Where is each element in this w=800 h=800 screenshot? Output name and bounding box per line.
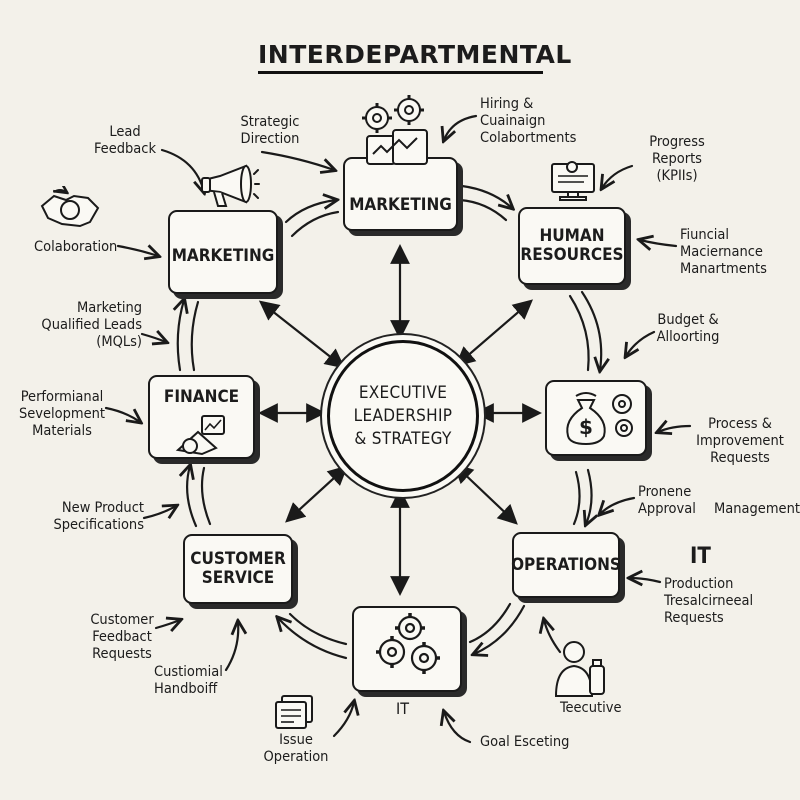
note-budget-alloc: Budget & Alloorting — [656, 312, 720, 345]
arrow-pronene — [600, 496, 636, 514]
note-it-right: IT — [690, 544, 711, 569]
spoke-operations — [453, 463, 518, 525]
svg-text:$: $ — [579, 415, 593, 439]
arrow-progress-reports — [602, 164, 634, 188]
arrow-customial — [224, 622, 238, 672]
arc-hr-to-budget-a — [580, 290, 601, 370]
arc-ops-to-it-a — [474, 604, 526, 654]
it-gears-icon — [376, 613, 440, 674]
arrow-production — [630, 578, 662, 582]
money-bag-icon: $ — [566, 392, 633, 446]
node-customer-service: CUSTOMER SERVICE — [183, 534, 293, 604]
node-customer-service-label: CUSTOMER SERVICE — [190, 549, 286, 588]
arc-hr-to-budget-b — [568, 294, 590, 372]
node-operations: OPERATIONS — [511, 532, 621, 598]
node-human-resources: HUMAN RESOURCES — [518, 207, 626, 285]
node-operations-label: OPERATIONS — [511, 554, 621, 575]
note-performianal: Performianal Sevelopment Materials — [18, 389, 106, 439]
monitor-icon — [551, 161, 595, 201]
note-teecutive: Teecutive — [560, 700, 622, 716]
arc-cs-to-finance-a — [187, 466, 198, 528]
center-label: EXECUTIVE LEADERSHIP & STRATEGY — [353, 382, 453, 449]
arrow-new-product — [142, 506, 176, 520]
note-customer-feedback: Customer Feedbact Requests — [90, 612, 154, 662]
node-marketing-left-label: MARKETING — [171, 245, 275, 266]
arc-mkt-left-to-top-a — [284, 200, 336, 224]
note-mqls: Marketing Qualified Leads (MQLs) — [41, 300, 142, 350]
center-executive-leadership: EXECUTIVE LEADERSHIP & STRATEGY — [327, 340, 479, 492]
diagram-title: INTERDEPARTMENTAL — [258, 40, 571, 74]
arrow-goal-esceting — [444, 712, 472, 744]
arrow-hiring — [444, 114, 478, 140]
arc-cs-to-finance-b — [200, 466, 212, 526]
note-pronene: Pronene Approval — [638, 484, 696, 517]
note-issue-operation: Issue Operation — [263, 732, 329, 765]
handshake-icon — [40, 186, 100, 228]
arc-mkt-top-to-hr-b — [458, 198, 508, 222]
arrow-customer-feedback — [154, 620, 180, 628]
megaphone-icon — [201, 164, 260, 207]
arrow-strategic-direction — [260, 150, 334, 170]
node-marketing-top: MARKETING — [343, 157, 458, 231]
note-hiring: Hiring & Cuainaign Colabortments — [480, 96, 577, 146]
note-colaboration: Colaboration — [34, 239, 118, 255]
note-it-bottom: IT — [396, 699, 410, 718]
arc-ops-to-it-b — [468, 602, 512, 644]
arc-mkt-left-to-top-b — [290, 210, 340, 238]
arrow-fiuncial — [640, 240, 678, 246]
arc-budget-to-ops-a — [586, 468, 592, 524]
note-management: Management — [714, 501, 800, 517]
note-lead-feedback: Lead Feedback — [93, 124, 157, 157]
node-finance-label: FINANCE — [163, 386, 240, 407]
arrow-issue-operation — [332, 702, 354, 738]
gears-icon — [362, 95, 428, 165]
arrow-budget-alloc — [626, 330, 656, 356]
spoke-customer-service — [285, 465, 348, 523]
note-customial: Custiomial Handboiff — [154, 664, 223, 697]
arrow-teecutive — [544, 620, 562, 654]
note-process-requests: Process & Improvement Requests — [696, 416, 784, 466]
people-icon — [554, 641, 605, 697]
arc-finance-to-mkt-a — [178, 300, 184, 372]
note-production: Production Tresalcirneeal Requests — [664, 576, 754, 626]
arc-finance-to-mkt-b — [190, 300, 200, 372]
arrow-colaboration — [116, 246, 158, 256]
node-marketing-top-label: MARKETING — [349, 194, 452, 215]
note-progress-reports: Progress Reports (KPIIs) — [649, 134, 705, 184]
note-new-product: New Product Specifications — [53, 500, 144, 533]
arrow-process-requests — [658, 426, 692, 432]
spoke-marketing-left — [258, 300, 346, 369]
arc-it-to-cs-b — [288, 612, 348, 646]
arc-mkt-top-to-hr-a — [460, 184, 512, 208]
spoke-human-resources — [454, 299, 534, 367]
note-fiuncial: Fiuncial Maciernance Manartments — [680, 227, 767, 277]
document-icon — [275, 695, 313, 729]
arc-budget-to-ops-b — [572, 470, 581, 526]
arc-it-to-cs-a — [278, 618, 348, 660]
node-human-resources-label: HUMAN RESOURCES — [520, 226, 624, 265]
chart-icon — [175, 415, 225, 456]
note-goal-esceting: Goal Esceting — [480, 734, 570, 750]
note-strategic-direction: Strategic Direction — [240, 114, 300, 147]
arrow-mqls — [140, 334, 166, 342]
arrow-performianal — [104, 406, 140, 422]
node-marketing-left: MARKETING — [168, 210, 278, 294]
